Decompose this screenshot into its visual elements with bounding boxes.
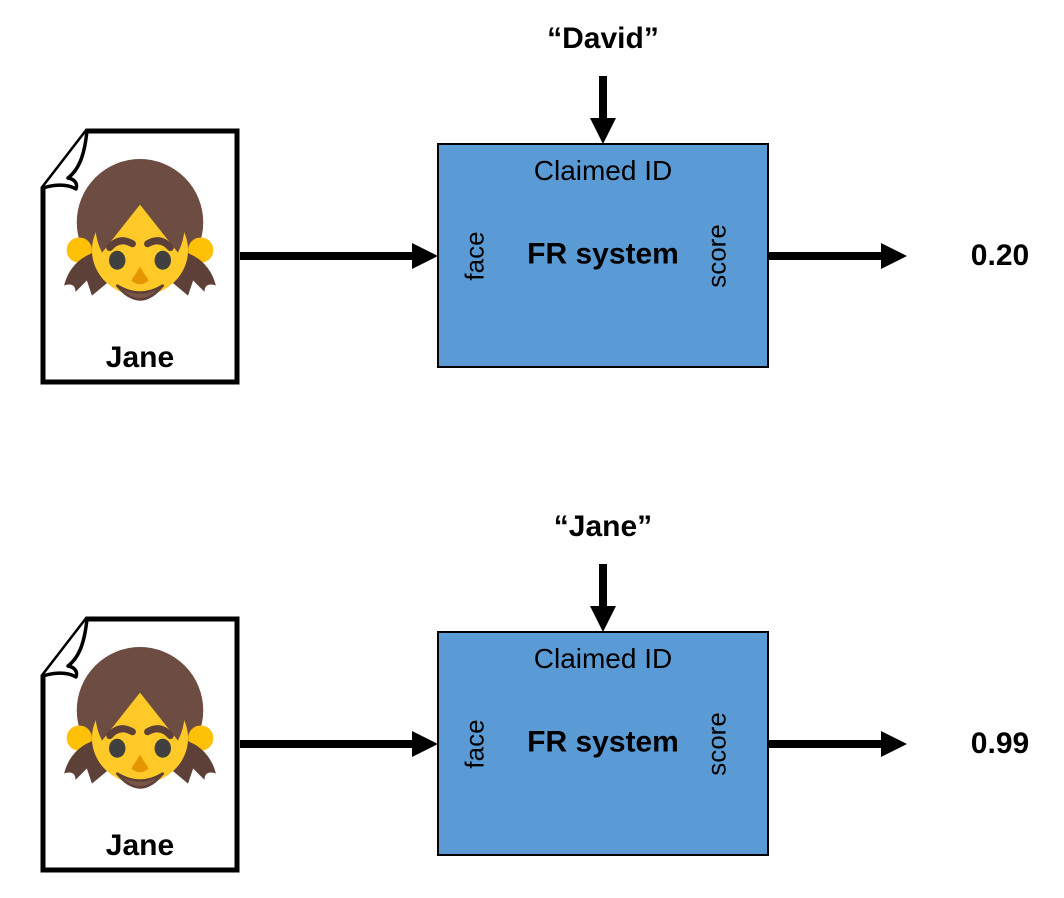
claimed-id-value: “Jane” <box>553 510 653 543</box>
input-arrow-icon <box>240 243 438 269</box>
score-port-label: score <box>701 711 732 776</box>
fr-system-box: Claimed ID FR system face score <box>437 143 769 368</box>
score-port-label: score <box>701 223 732 288</box>
score-value: 0.99 <box>970 727 1030 760</box>
down-arrow-icon <box>590 564 616 632</box>
photo-document: Jane <box>40 128 240 385</box>
box-title-label: Claimed ID <box>533 643 673 674</box>
box-title-label: Claimed ID <box>533 155 673 186</box>
down-arrow-icon <box>590 76 616 144</box>
score-value: 0.20 <box>970 239 1030 272</box>
face-port-label: face <box>459 230 490 281</box>
input-arrow-icon <box>240 731 438 757</box>
photo-document: Jane <box>40 616 240 873</box>
output-arrow-icon <box>769 731 907 757</box>
system-name-label: FR system <box>527 725 679 759</box>
girl-emoji-icon <box>64 159 216 301</box>
scenario-row-non-match: “David” <box>0 0 1064 410</box>
girl-emoji-icon <box>64 647 216 789</box>
scenario-row-match: “Jane” <box>0 488 1064 898</box>
face-port-label: face <box>459 718 490 769</box>
fr-system-box: Claimed ID FR system face score <box>437 631 769 856</box>
output-arrow-icon <box>769 243 907 269</box>
system-name-label: FR system <box>527 237 679 271</box>
photo-name-label: Jane <box>105 341 175 374</box>
photo-name-label: Jane <box>105 829 175 862</box>
claimed-id-value: “David” <box>547 22 659 55</box>
